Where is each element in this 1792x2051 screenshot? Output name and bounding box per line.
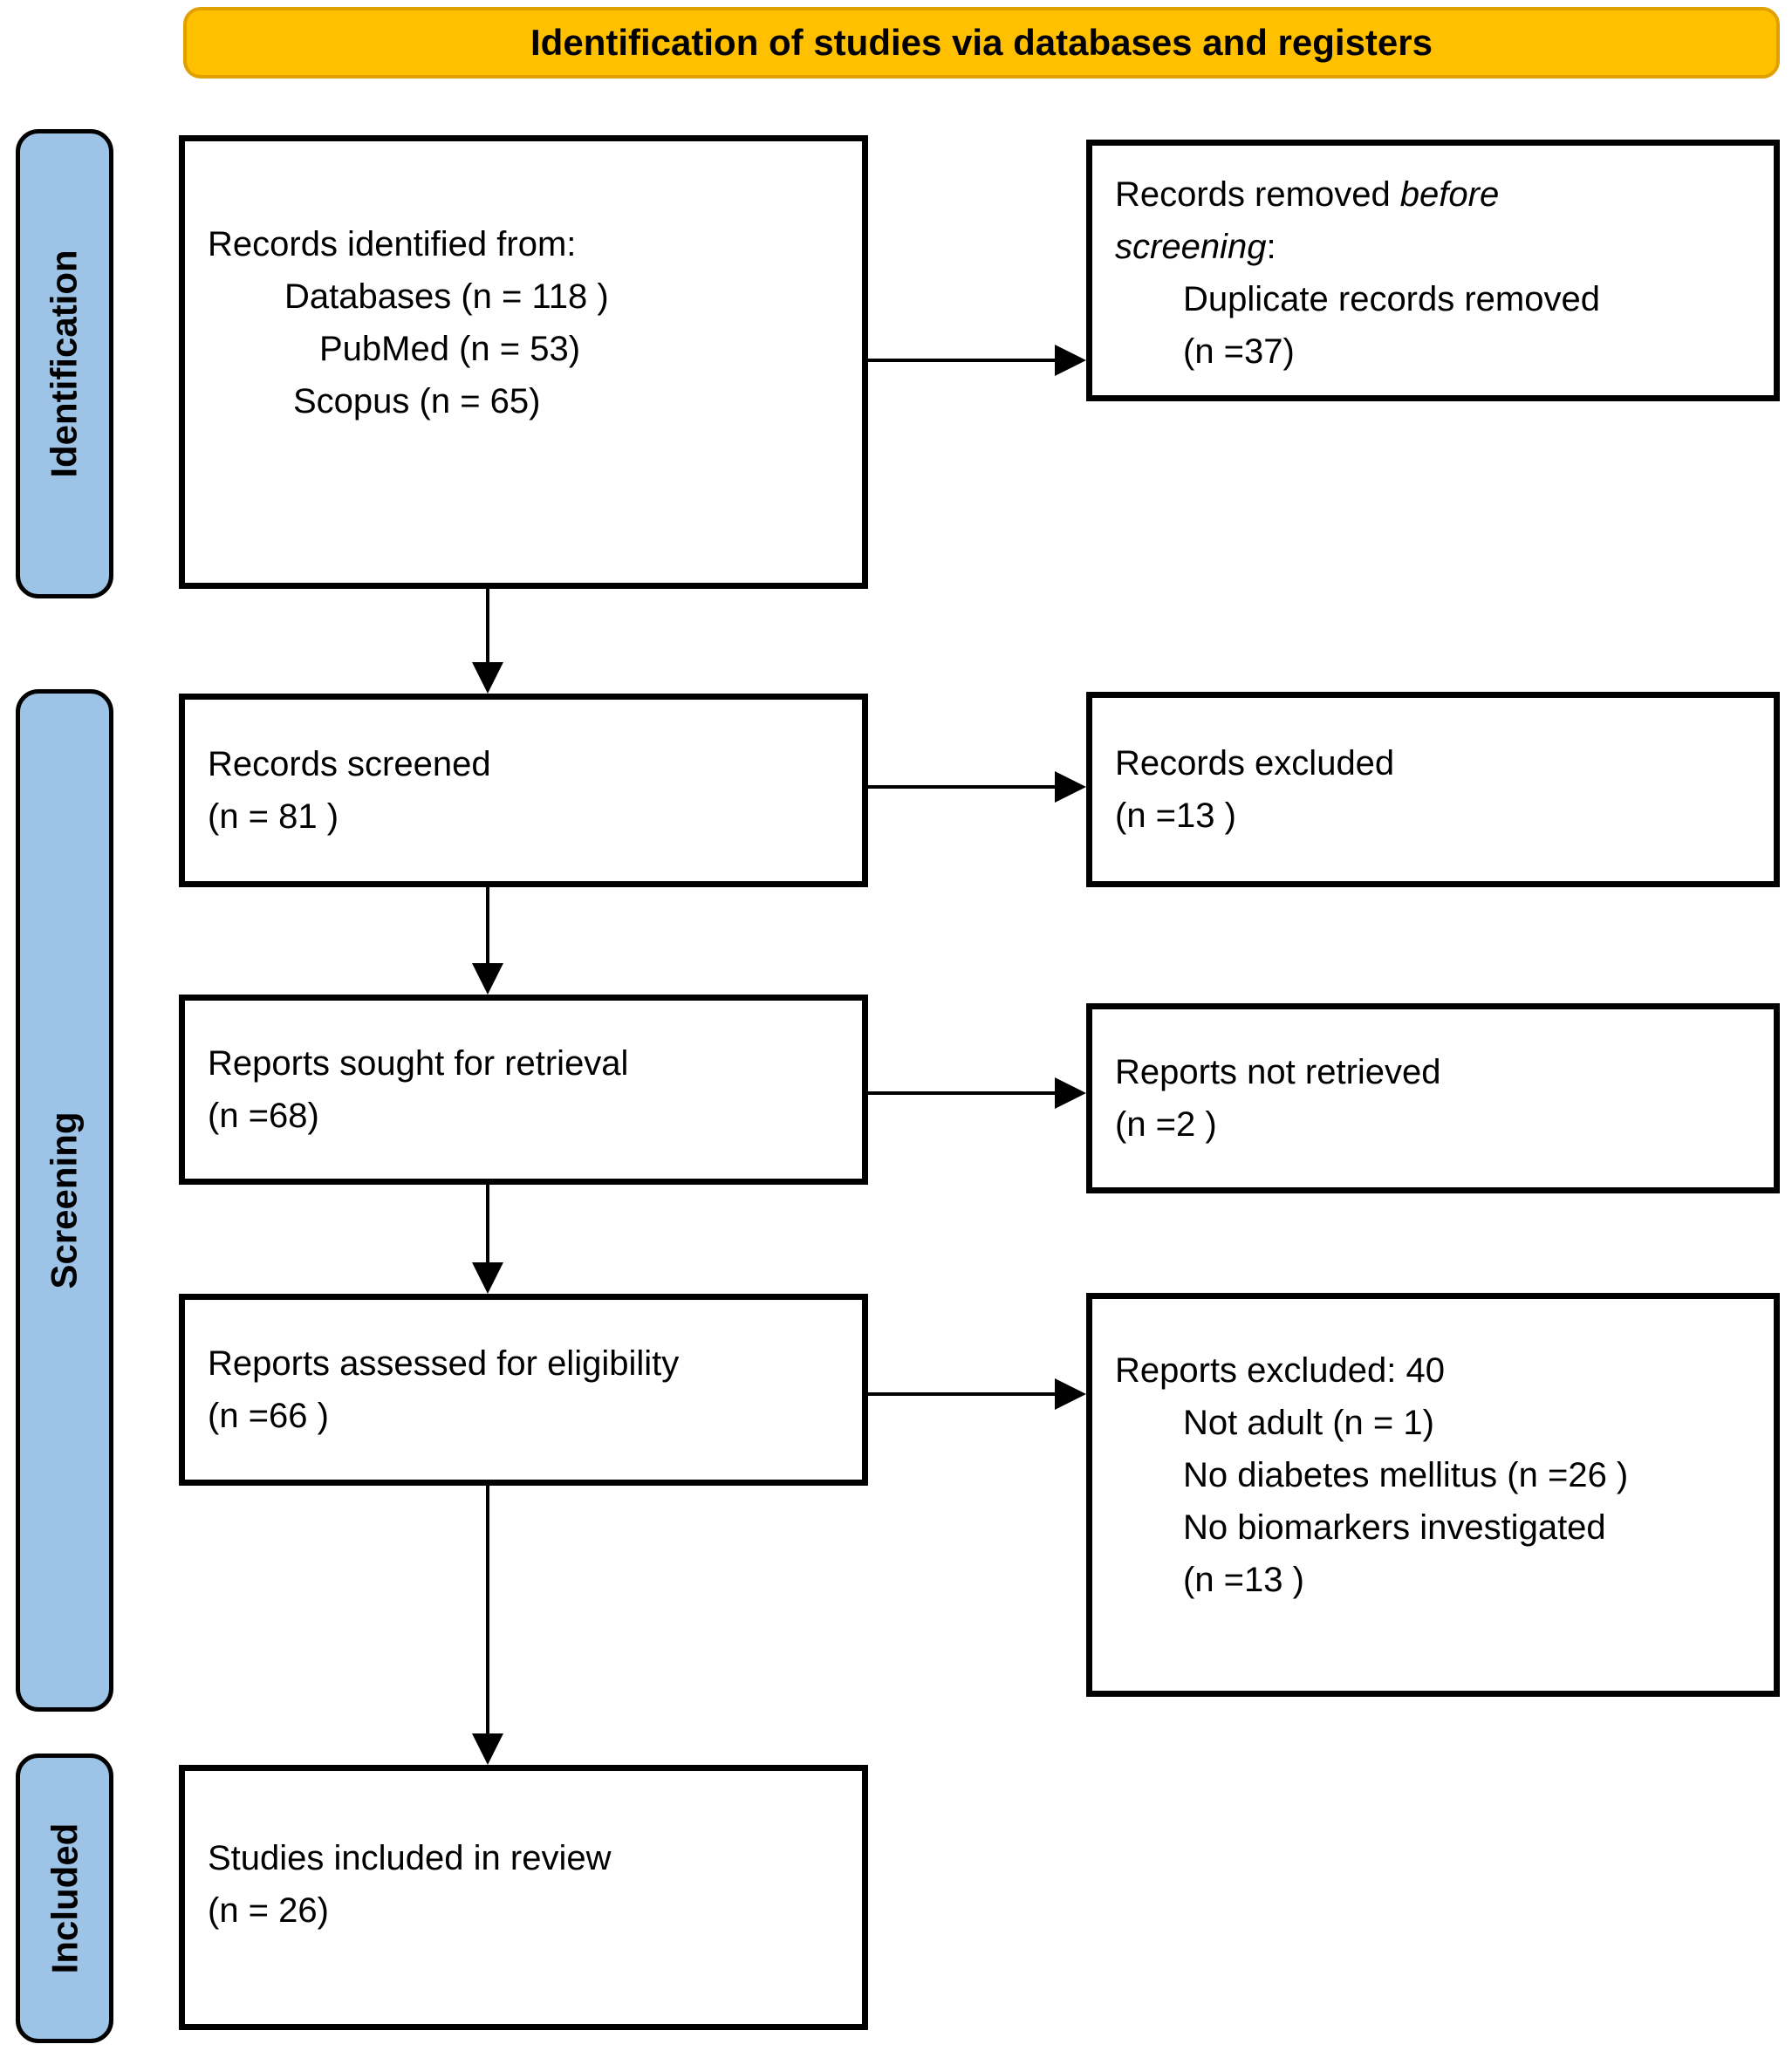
box-text-line: PubMed (n = 53) xyxy=(319,330,581,368)
box-text-line: Databases (n = 118 ) xyxy=(284,277,609,316)
arrow-shaft xyxy=(868,1091,1055,1095)
arrow-head-icon xyxy=(1055,1378,1086,1410)
arrow-head-icon xyxy=(1055,345,1086,376)
stage-label-text: Identification xyxy=(44,250,85,478)
box-text-segment-italic: before xyxy=(1399,175,1500,214)
arrow-identified-to-removed xyxy=(868,345,1086,376)
box-records-screened: Records screened (n = 81 ) xyxy=(179,694,868,887)
stage-label-text: Included xyxy=(44,1822,85,1974)
arrow-screened-to-sought xyxy=(472,887,503,995)
arrow-shaft xyxy=(868,785,1055,789)
arrow-shaft xyxy=(868,1392,1055,1396)
arrow-head-icon xyxy=(472,662,503,694)
box-text-segment-italic: screening xyxy=(1115,228,1267,266)
box-text-line: Reports not retrieved xyxy=(1115,1053,1441,1091)
box-text-segment: Records removed xyxy=(1115,175,1400,214)
box-text-line: (n =13 ) xyxy=(1183,1561,1304,1599)
box-records-excluded: Records excluded (n =13 ) xyxy=(1086,692,1780,887)
box-text-line: screening: xyxy=(1115,221,1753,273)
arrow-assessed-to-excluded xyxy=(868,1378,1086,1410)
arrow-sought-to-assessed xyxy=(472,1185,503,1294)
arrow-head-icon xyxy=(472,1733,503,1765)
box-text-segment: : xyxy=(1266,228,1276,266)
stage-label-text: Screening xyxy=(44,1111,85,1289)
arrow-head-icon xyxy=(472,963,503,995)
box-text-line: (n = 26) xyxy=(208,1891,329,1930)
box-text-line: Records removed before xyxy=(1115,168,1753,221)
arrow-shaft xyxy=(486,1185,489,1262)
box-text-line: Reports excluded: 40 xyxy=(1115,1351,1446,1390)
box-records-removed-before-screening: Records removed before screening: Duplic… xyxy=(1086,140,1780,401)
arrow-head-icon xyxy=(472,1262,503,1294)
arrow-assessed-to-included xyxy=(472,1486,503,1765)
box-records-identified: Records identified from: Databases (n = … xyxy=(179,135,868,589)
box-reports-assessed: Reports assessed for eligibility (n =66 … xyxy=(179,1294,868,1486)
box-text-line: Scopus (n = 65) xyxy=(293,382,541,420)
box-text-line: Duplicate records removed xyxy=(1183,280,1600,318)
arrow-screened-to-excluded xyxy=(868,771,1086,803)
box-text-line: Records identified from: xyxy=(208,225,577,263)
box-text-line: (n = 81 ) xyxy=(208,797,339,836)
box-text-line: Reports sought for retrieval xyxy=(208,1044,629,1083)
arrow-identified-to-screened xyxy=(472,589,503,694)
box-text-line: No diabetes mellitus (n =26 ) xyxy=(1183,1456,1629,1494)
stage-label-included: Included xyxy=(16,1754,113,2043)
box-text-line: Not adult (n = 1) xyxy=(1183,1404,1434,1442)
box-reports-not-retrieved: Reports not retrieved (n =2 ) xyxy=(1086,1003,1780,1193)
box-text-line: Records screened xyxy=(208,745,491,783)
box-text-line: No biomarkers investigated xyxy=(1183,1508,1606,1547)
box-text-line: (n =37) xyxy=(1183,332,1295,371)
box-reports-sought: Reports sought for retrieval (n =68) xyxy=(179,995,868,1185)
arrow-head-icon xyxy=(1055,1077,1086,1109)
box-text-line: Reports assessed for eligibility xyxy=(208,1344,680,1383)
arrow-shaft xyxy=(868,359,1055,362)
arrow-head-icon xyxy=(1055,771,1086,803)
header-banner: Identification of studies via databases … xyxy=(183,7,1780,79)
stage-label-screening: Screening xyxy=(16,689,113,1712)
arrow-shaft xyxy=(486,589,489,662)
box-text-line: Records excluded xyxy=(1115,744,1395,783)
arrow-sought-to-not-retrieved xyxy=(868,1077,1086,1109)
box-text-line: (n =66 ) xyxy=(208,1397,329,1435)
box-studies-included: Studies included in review (n = 26) xyxy=(179,1765,868,2030)
box-text-line: Studies included in review xyxy=(208,1839,612,1877)
header-title: Identification of studies via databases … xyxy=(530,22,1433,63)
box-text-line: (n =13 ) xyxy=(1115,796,1236,835)
box-text-line: (n =68) xyxy=(208,1097,319,1135)
arrow-shaft xyxy=(486,887,489,963)
box-reports-excluded: Reports excluded: 40 Not adult (n = 1) N… xyxy=(1086,1293,1780,1697)
stage-label-identification: Identification xyxy=(16,129,113,598)
arrow-shaft xyxy=(486,1486,489,1733)
box-text-line: (n =2 ) xyxy=(1115,1105,1217,1144)
